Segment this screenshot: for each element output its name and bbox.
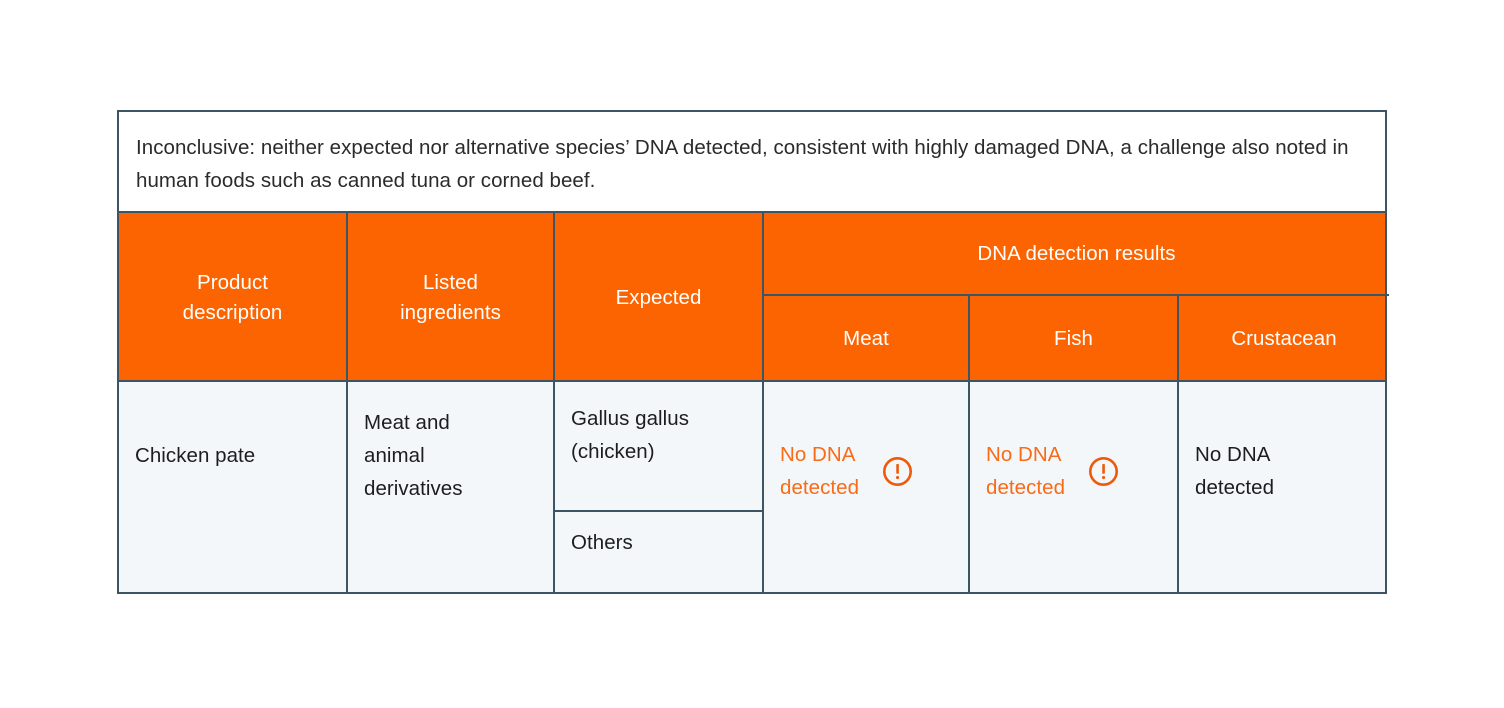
- cell-expected: Gallus gallus (chicken) Others: [555, 382, 764, 592]
- cell-result-crustacean-content: No DNA detected: [1195, 438, 1381, 504]
- column-header-fish-label: Fish: [1054, 327, 1093, 350]
- table-caption-band: Inconclusive: neither expected nor alter…: [119, 112, 1385, 213]
- column-header-crustacean: Crustacean: [1179, 296, 1389, 382]
- column-header-listed-ingredients-label: Listed ingredients: [400, 270, 501, 324]
- column-header-listed-ingredients: Listed ingredients: [348, 213, 555, 382]
- cell-expected-primary-text: Gallus gallus (chicken): [571, 407, 690, 463]
- column-header-product-description: Product description: [119, 213, 348, 382]
- column-header-expected: Expected: [555, 213, 764, 382]
- cell-result-crustacean-text: No DNA detected: [1195, 443, 1275, 499]
- column-header-product-description-label: Product description: [182, 270, 283, 324]
- column-header-crustacean-label: Crustacean: [1231, 327, 1337, 350]
- inconclusive-caption: Inconclusive: neither expected nor alter…: [136, 136, 1349, 192]
- column-header-expected-label: Expected: [615, 285, 702, 309]
- cell-listed-ingredients-text: Meat and animal derivatives: [364, 411, 463, 500]
- column-header-meat: Meat: [764, 296, 970, 382]
- table-row: Chicken pate Meat and animal derivatives…: [119, 382, 1385, 592]
- cell-result-meat: No DNA detected: [764, 382, 970, 592]
- table-header: Product description Listed ingredients E…: [119, 213, 1389, 382]
- column-header-meat-label: Meat: [843, 327, 889, 350]
- results-table: Inconclusive: neither expected nor alter…: [117, 110, 1389, 594]
- cell-result-fish-text: No DNA detected: [986, 443, 1066, 499]
- cell-expected-secondary-text: Others: [571, 531, 633, 554]
- warning-circle-icon: [883, 456, 913, 486]
- cell-product-description-text: Chicken pate: [135, 444, 256, 467]
- cell-result-meat-content: No DNA detected: [780, 438, 960, 504]
- cell-listed-ingredients: Meat and animal derivatives: [348, 382, 555, 592]
- cell-result-fish: No DNA detected: [970, 382, 1179, 592]
- cell-expected-secondary: Others: [555, 512, 762, 592]
- cell-product-description: Chicken pate: [119, 382, 348, 592]
- column-group-header-dna-detection-results: DNA detection results: [764, 213, 1389, 296]
- cell-result-fish-content: No DNA detected: [986, 438, 1169, 504]
- warning-circle-icon: [1089, 456, 1119, 486]
- cell-result-meat-text: No DNA detected: [780, 443, 860, 499]
- cell-expected-primary: Gallus gallus (chicken): [555, 382, 762, 512]
- cell-result-crustacean: No DNA detected: [1179, 382, 1389, 592]
- column-group-header-dna-detection-results-label: DNA detection results: [977, 241, 1176, 265]
- column-header-fish: Fish: [970, 296, 1179, 382]
